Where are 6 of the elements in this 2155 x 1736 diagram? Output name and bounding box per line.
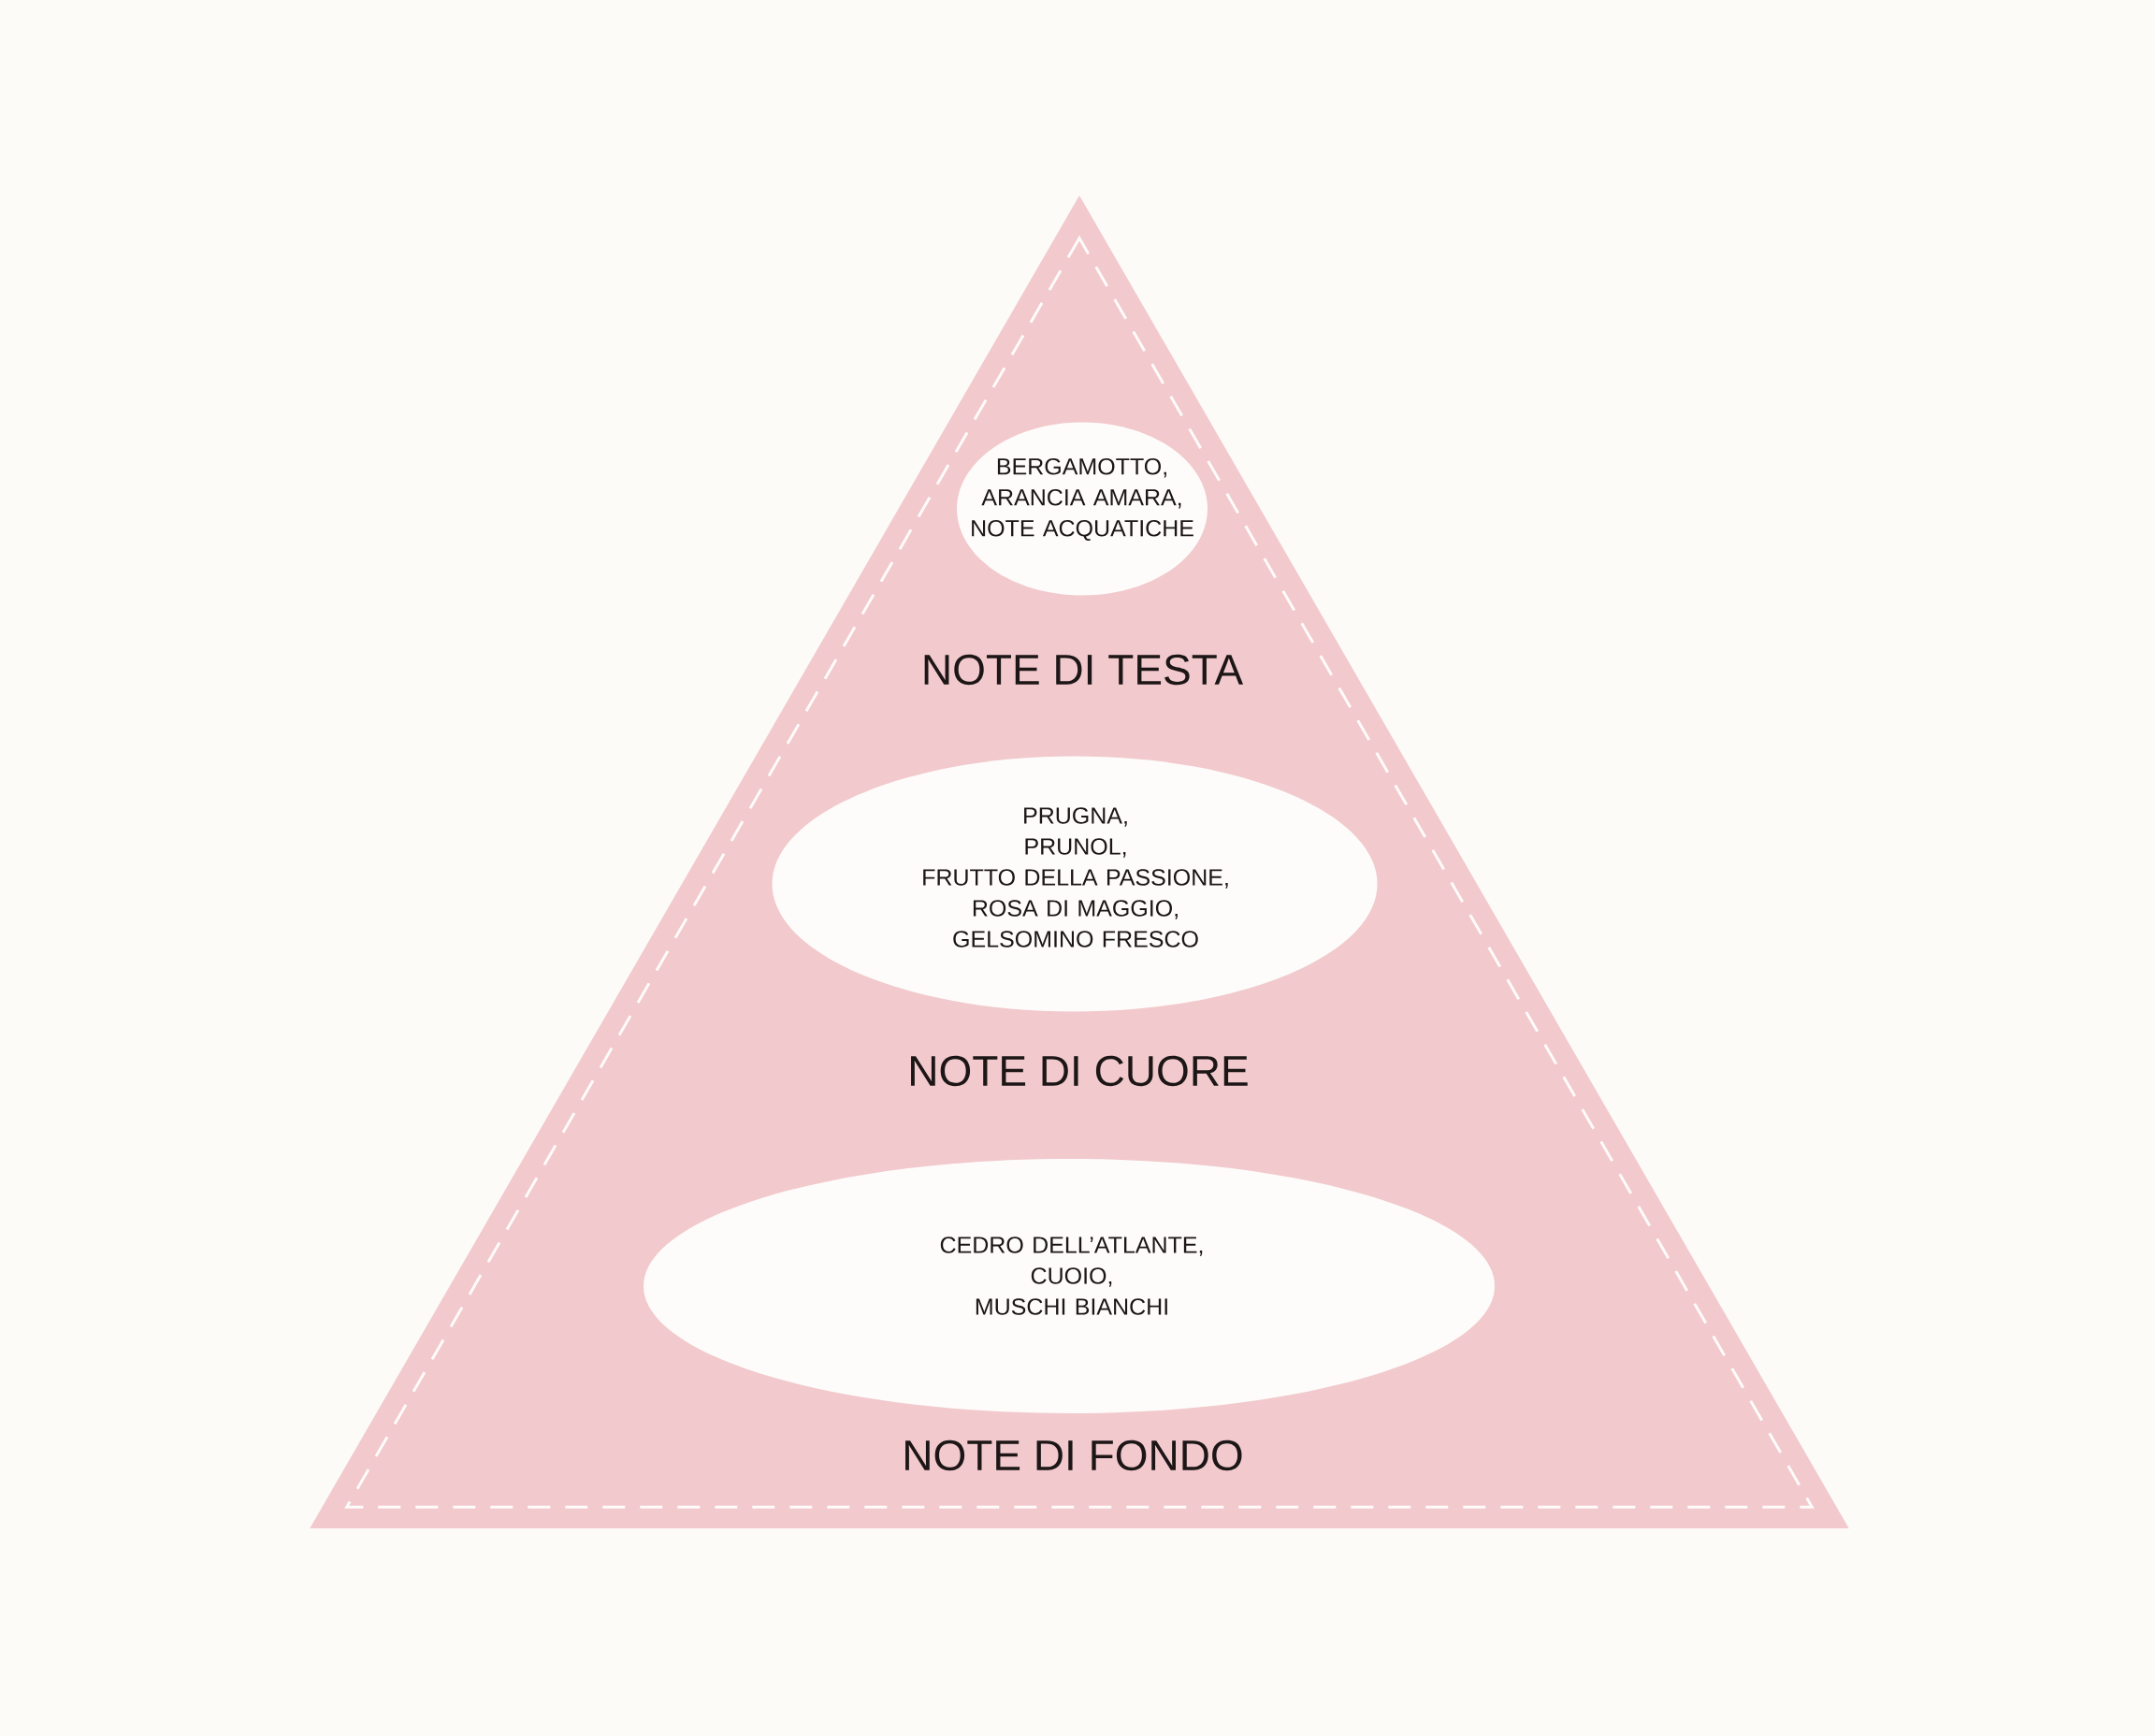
note-oval: CEDRO DELL’ATLANTE, CUOIO, MUSCHI BIANCHI (644, 1159, 1495, 1413)
tier-heading: NOTE DI FONDO (905, 1439, 1242, 1471)
note-oval: BERGAMOTTO, ARANCIA AMARA, NOTE ACQUATICHE (957, 422, 1208, 596)
note-oval: PRUGNA, PRUNOL, FRUTTO DELLA PASSIONE, ROSA DI MAGGIO, GELSOMINO FRESCO (772, 756, 1378, 1012)
tier-heading: NOTE DI CUORE (911, 1055, 1248, 1087)
tier-heading: NOTE DI TESTA (924, 654, 1244, 686)
